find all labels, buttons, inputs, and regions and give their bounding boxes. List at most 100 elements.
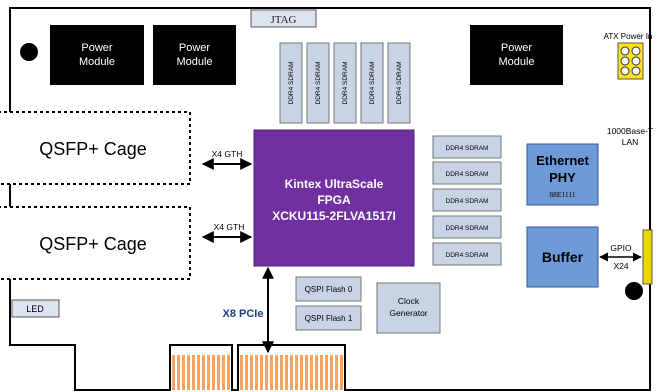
gold-finger	[177, 355, 180, 390]
gold-finger	[295, 355, 298, 390]
gold-finger	[255, 355, 258, 390]
gold-finger	[207, 355, 210, 390]
gold-finger	[172, 355, 175, 390]
ddr4-horizontal-2: DDR4 SDRAM	[432, 161, 502, 185]
gold-finger	[300, 355, 303, 390]
gpio-count: X24	[613, 261, 628, 271]
gold-finger	[275, 355, 278, 390]
gold-finger	[330, 355, 333, 390]
gold-finger	[320, 355, 323, 390]
svg-text:Power: Power	[501, 42, 533, 54]
gth-label-1: X4 GTH	[212, 149, 243, 159]
buffer-block: Buffer	[526, 226, 599, 288]
gold-finger	[182, 355, 185, 390]
gold-finger	[270, 355, 273, 390]
ddr4-vertical-4: DDR4 SDRAM	[360, 42, 384, 124]
svg-text:DDR4 SDRAM: DDR4 SDRAM	[446, 198, 489, 205]
gold-finger	[315, 355, 318, 390]
svg-text:Module: Module	[176, 56, 212, 68]
gold-finger	[325, 355, 328, 390]
lan-label-line1: 1000Base-T	[607, 126, 653, 136]
clock-generator: Clock Generator	[376, 282, 441, 334]
svg-text:DDR4 SDRAM: DDR4 SDRAM	[446, 252, 489, 259]
gold-finger	[310, 355, 313, 390]
gold-finger	[280, 355, 283, 390]
svg-text:DDR4 SDRAM: DDR4 SDRAM	[288, 62, 295, 105]
power-module-2: Power Module	[153, 25, 236, 85]
svg-text:Power: Power	[81, 42, 113, 54]
led	[11, 299, 60, 318]
atx-connector	[617, 42, 644, 80]
svg-text:DDR4 SDRAM: DDR4 SDRAM	[342, 62, 349, 105]
qspi-flash-1: QSPI Flash 1	[295, 305, 362, 331]
svg-text:DDR4 SDRAM: DDR4 SDRAM	[446, 171, 489, 178]
power-module-3: Power Module	[470, 25, 563, 85]
gpio-label: GPIO	[610, 243, 632, 253]
svg-text:PHY: PHY	[549, 170, 576, 185]
svg-text:Module: Module	[498, 56, 534, 68]
svg-text:Power: Power	[179, 42, 211, 54]
svg-text:FPGA: FPGA	[317, 193, 351, 207]
svg-text:88E1111: 88E1111	[549, 190, 575, 199]
mounting-hole	[625, 282, 643, 300]
gold-finger	[187, 355, 190, 390]
gold-finger	[335, 355, 338, 390]
gold-finger	[202, 355, 205, 390]
power-module-1: Power Module	[50, 25, 144, 85]
led-label: LED	[26, 304, 44, 314]
svg-text:XCKU115-2FLVA1517I: XCKU115-2FLVA1517I	[272, 209, 396, 223]
gold-finger	[240, 355, 243, 390]
ddr4-vertical-3: DDR4 SDRAM	[333, 42, 357, 124]
svg-text:QSPI Flash 1: QSPI Flash 1	[305, 314, 353, 323]
ddr4-vertical-1: DDR4 SDRAM	[279, 42, 303, 124]
gold-finger	[250, 355, 253, 390]
gold-finger	[290, 355, 293, 390]
gold-finger	[285, 355, 288, 390]
svg-text:DDR4 SDRAM: DDR4 SDRAM	[396, 62, 403, 105]
gold-finger	[227, 355, 230, 390]
gold-finger	[217, 355, 220, 390]
qsfp-cage-1: QSFP+ Cage	[0, 111, 191, 185]
svg-text:Generator: Generator	[389, 308, 427, 318]
gold-finger	[212, 355, 215, 390]
svg-text:Module: Module	[79, 56, 115, 68]
gth-label-2: X4 GTH	[214, 222, 245, 232]
fpga-block: Kintex UltraScale FPGA XCKU115-2FLVA1517…	[253, 129, 415, 267]
gpio-connector	[642, 229, 653, 285]
gold-finger	[245, 355, 248, 390]
svg-text:Clock: Clock	[398, 296, 420, 306]
svg-text:Ethernet: Ethernet	[536, 153, 589, 168]
ddr4-horizontal-4: DDR4 SDRAM	[432, 215, 502, 239]
gold-finger	[197, 355, 200, 390]
svg-text:DDR4 SDRAM: DDR4 SDRAM	[315, 62, 322, 105]
jtag-label: JTAG	[270, 14, 296, 26]
ddr4-vertical-5: DDR4 SDRAM	[387, 42, 411, 124]
ddr4-horizontal-3: DDR4 SDRAM	[432, 188, 502, 212]
ddr4-horizontal-1: DDR4 SDRAM	[432, 135, 502, 159]
gold-finger	[222, 355, 225, 390]
pcie-gold-fingers	[172, 355, 343, 390]
svg-text:DDR4 SDRAM: DDR4 SDRAM	[369, 62, 376, 105]
ddr4-vertical-2: DDR4 SDRAM	[306, 42, 330, 124]
qspi-flash-0: QSPI Flash 0	[295, 276, 362, 302]
gold-finger	[260, 355, 263, 390]
svg-text:QSPI Flash 0: QSPI Flash 0	[305, 285, 353, 294]
lan-label-line2: LAN	[622, 137, 639, 147]
pcie-label: X8 PCIe	[223, 308, 264, 320]
ddr4-horizontal-5: DDR4 SDRAM	[432, 242, 502, 266]
gold-finger	[340, 355, 343, 390]
gold-finger	[265, 355, 268, 390]
ethernet-phy: Ethernet PHY 88E1111	[526, 143, 599, 206]
qsfp-cage-2: QSFP+ Cage	[0, 206, 191, 280]
gold-finger	[192, 355, 195, 390]
gold-finger	[305, 355, 308, 390]
svg-text:Buffer: Buffer	[542, 249, 584, 265]
svg-text:DDR4 SDRAM: DDR4 SDRAM	[446, 225, 489, 232]
mounting-hole	[20, 43, 38, 61]
svg-text:QSFP+ Cage: QSFP+ Cage	[39, 139, 147, 159]
atx-label: ATX Power In	[604, 32, 653, 41]
svg-text:DDR4 SDRAM: DDR4 SDRAM	[446, 145, 489, 152]
svg-text:Kintex UltraScale: Kintex UltraScale	[285, 177, 384, 191]
svg-text:QSFP+ Cage: QSFP+ Cage	[39, 234, 147, 254]
